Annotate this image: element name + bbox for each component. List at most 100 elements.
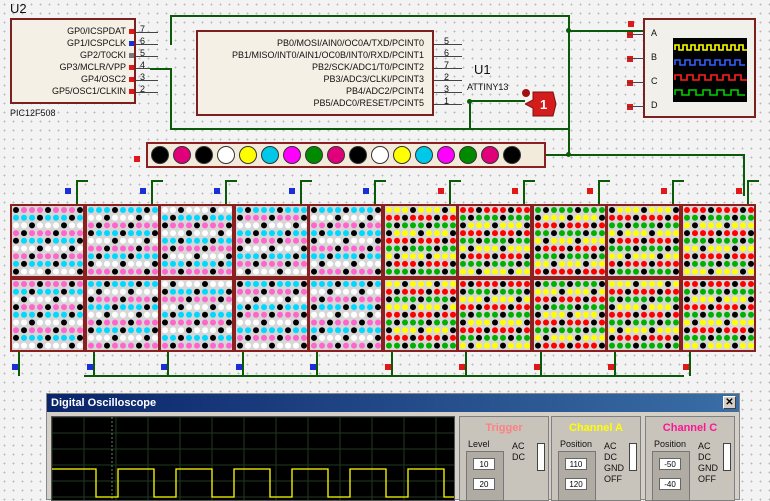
dot-matrix-display[interactable] [234, 278, 309, 352]
matrix-dots [535, 207, 605, 275]
dot-matrix-display[interactable] [85, 278, 160, 352]
dot-matrix-display[interactable] [85, 204, 160, 278]
osc-pin[interactable] [628, 21, 634, 27]
close-button[interactable]: ✕ [723, 396, 736, 409]
matrix-pin[interactable] [385, 364, 391, 370]
dot-matrix-display[interactable] [457, 278, 532, 352]
matrix-dots [386, 281, 456, 349]
coupling-option[interactable]: AC [604, 441, 617, 451]
osc-input-pin[interactable] [627, 80, 633, 86]
matrix-pin[interactable] [661, 188, 667, 194]
osc-input-pin[interactable] [627, 56, 633, 62]
matrix-pin[interactable] [736, 188, 742, 194]
u2-pin-label: GP0/ICSPDAT [67, 26, 126, 36]
osc-trace [674, 59, 745, 66]
dot-matrix-display[interactable] [234, 204, 309, 278]
matrix-pin[interactable] [587, 188, 593, 194]
matrix-pin[interactable] [310, 364, 316, 370]
u2-pin-state[interactable] [129, 41, 134, 46]
matrix-pin[interactable] [363, 188, 369, 194]
u2-pin-state[interactable] [129, 77, 134, 82]
matrix-pin[interactable] [683, 364, 689, 370]
dot-matrix-display[interactable] [681, 204, 756, 278]
coupling-option[interactable]: DC [604, 452, 617, 462]
matrix-dots [162, 281, 232, 349]
knob-scale-bottom: 120 [565, 478, 587, 490]
matrix-pin[interactable] [438, 188, 444, 194]
coupling-switch[interactable] [723, 443, 731, 471]
matrix-pin[interactable] [608, 364, 614, 370]
osc-channel-label: D [651, 100, 658, 110]
osc-trace [674, 74, 747, 81]
matrix-pin[interactable] [12, 364, 18, 370]
probe-marker[interactable]: 1 [523, 90, 557, 118]
coupling-option[interactable]: DC [698, 452, 711, 462]
u2-pin-label: GP3/MCLR/VPP [59, 62, 126, 72]
matrix-pin[interactable] [534, 364, 540, 370]
wire [225, 180, 237, 182]
u2-pin-state[interactable] [129, 65, 134, 70]
panel-knob[interactable]: -50-40 [652, 451, 690, 501]
coupling-option[interactable]: OFF [604, 474, 622, 484]
dot-matrix-display[interactable] [308, 278, 383, 352]
dot-matrix-display[interactable] [532, 278, 607, 352]
led-bar-pin[interactable] [134, 156, 140, 162]
panel-title: Trigger [485, 422, 523, 434]
u2-pin-state[interactable] [129, 89, 134, 94]
dot-matrix-display[interactable] [159, 278, 234, 352]
u1-pin-label: PB2/SCK/ADC1/T0/PCINT2 [311, 62, 424, 72]
dot-matrix-display[interactable] [606, 278, 681, 352]
led-bar[interactable] [146, 142, 546, 168]
u1-pin-number: 7 [444, 60, 450, 70]
matrix-dots [460, 207, 530, 275]
matrix-pin[interactable] [161, 364, 167, 370]
matrix-pin[interactable] [87, 364, 93, 370]
dot-matrix-display[interactable] [457, 204, 532, 278]
dot-matrix-display[interactable] [606, 204, 681, 278]
coupling-option[interactable]: GND [698, 463, 718, 473]
dot-matrix-display[interactable] [159, 204, 234, 278]
coupling-option[interactable]: DC [512, 452, 525, 462]
coupling-switch[interactable] [629, 443, 637, 471]
coupling-option[interactable]: AC [512, 441, 525, 451]
matrix-pin[interactable] [140, 188, 146, 194]
osc-input-pin[interactable] [627, 104, 633, 110]
wire [598, 180, 610, 182]
coupling-option[interactable]: AC [698, 441, 711, 451]
dot-matrix-display[interactable] [532, 204, 607, 278]
coupling-switch[interactable] [537, 443, 545, 471]
channel-a-trace [52, 468, 454, 498]
dot-matrix-display[interactable] [10, 278, 85, 352]
matrix-pin[interactable] [289, 188, 295, 194]
led-indicator [217, 146, 235, 164]
osc-trace [674, 44, 747, 51]
matrix-pin[interactable] [459, 364, 465, 370]
matrix-pin[interactable] [214, 188, 220, 194]
matrix-pin[interactable] [512, 188, 518, 194]
dot-matrix-display[interactable] [681, 278, 756, 352]
u1-pin-number: 2 [444, 72, 450, 82]
u2-pin-state[interactable] [129, 53, 134, 58]
matrix-dots [13, 281, 83, 349]
coupling-option[interactable]: GND [604, 463, 624, 473]
wire [689, 352, 691, 376]
led-indicator [195, 146, 213, 164]
wire [469, 100, 525, 102]
dot-matrix-display[interactable] [308, 204, 383, 278]
dot-matrix-display[interactable] [383, 278, 458, 352]
dot-matrix-display[interactable] [383, 204, 458, 278]
dot-matrix-display[interactable] [10, 204, 85, 278]
u2-pin-state[interactable] [129, 29, 134, 34]
coupling-option[interactable]: OFF [698, 474, 716, 484]
matrix-pin[interactable] [65, 188, 71, 194]
matrix-pin[interactable] [236, 364, 242, 370]
osc-input-pin[interactable] [627, 32, 633, 38]
